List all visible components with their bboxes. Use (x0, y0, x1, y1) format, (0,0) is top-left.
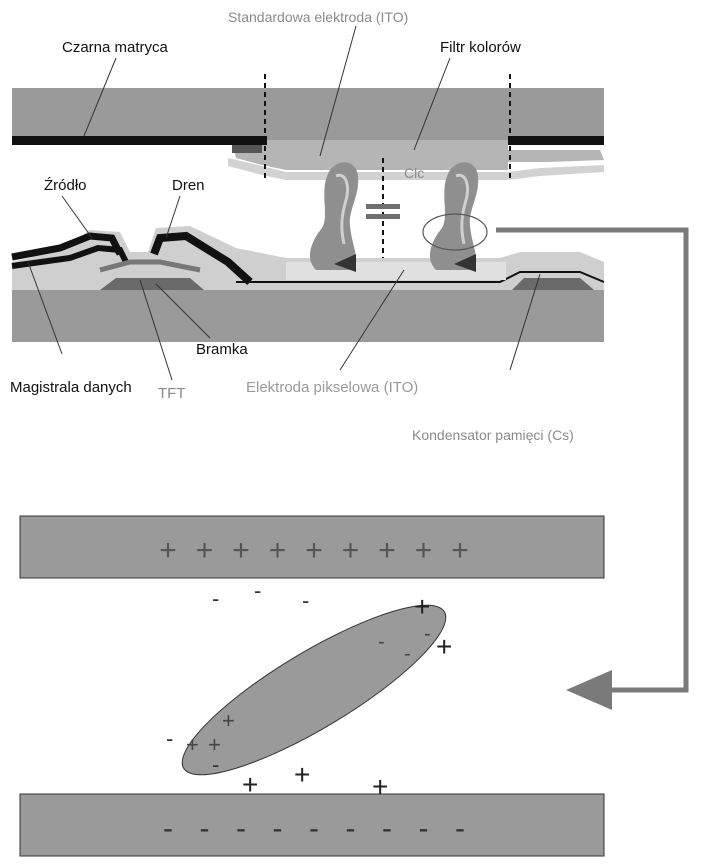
leader-data-bus (27, 261, 63, 355)
free-plus-charge: + (414, 591, 430, 622)
free-minus-charge: - (302, 588, 309, 613)
highlight-ellipse (422, 213, 488, 251)
black-matrix-center (232, 145, 262, 153)
plate-minus-charge: - (309, 812, 319, 845)
leader-pixel-electrode (339, 269, 405, 371)
free-minus-charge: - (212, 586, 219, 611)
free-plus-charge: + (436, 631, 452, 662)
label-black-matrix: Czarna matryca (62, 39, 169, 56)
label-data-bus: Magistrala danych (10, 379, 132, 396)
pixel-ito-electrode-line (236, 271, 605, 283)
bottom-plate-minus-charges: --------- (163, 812, 465, 845)
leader-tft (139, 279, 173, 381)
leader-storage-capacitor (509, 273, 541, 371)
storage-capacitor-electrode (512, 278, 594, 290)
liquid-crystal-molecule-left (309, 162, 359, 272)
bottom-glass-substrate (12, 290, 604, 342)
connector-arrowhead (566, 670, 612, 710)
label-clc: Clc (404, 165, 424, 181)
plate-plus-charge: + (269, 534, 287, 567)
molecule-plus-charge: + (222, 708, 235, 733)
top-electrode-plate (19, 515, 605, 579)
plate-plus-charge: + (451, 534, 469, 567)
free-plus-charge: + (294, 759, 310, 790)
molecule-plus-charge: + (208, 732, 221, 757)
molecule-plus-charge: + (186, 732, 199, 757)
free-plus-charge: + (242, 769, 258, 800)
source-electrode (11, 244, 129, 269)
semiconductor-channel (99, 259, 201, 273)
leader-color-filter (413, 57, 451, 151)
free-plus-charge: + (372, 771, 388, 802)
plate-plus-charge: + (196, 534, 214, 567)
plate-minus-charge: - (273, 812, 283, 845)
plate-plus-charge: + (232, 534, 250, 567)
plate-minus-charge: - (455, 812, 465, 845)
liquid-crystal-molecule (181, 604, 447, 776)
plate-plus-charge: + (305, 534, 323, 567)
label-source: Źródło (44, 177, 87, 194)
clc-capacitor-top-plate (366, 204, 400, 209)
plate-plus-charge: + (415, 534, 433, 567)
molecule-minus-charge: - (424, 623, 431, 645)
gate-electrode (100, 278, 204, 290)
free-minus-charge: - (212, 752, 219, 777)
label-tft: TFT (158, 385, 186, 402)
top-glass-substrate (12, 88, 604, 140)
label-standard-electrode: Standardowa elektroda (ITO) (228, 9, 408, 25)
plate-plus-charge: + (342, 534, 360, 567)
leader-source (61, 195, 93, 239)
liquid-crystal-molecule-right (429, 162, 479, 272)
molecule-minus-charge: - (404, 643, 411, 665)
black-matrix-band (12, 136, 267, 145)
bottom-electrode-plate (19, 793, 605, 857)
black-matrix-band-right (508, 136, 604, 145)
connector-line (496, 227, 689, 693)
plate-minus-charge: - (163, 812, 173, 845)
plate-minus-charge: - (346, 812, 356, 845)
free-minus-charge: - (254, 578, 261, 603)
plate-minus-charge: - (236, 812, 246, 845)
label-storage-capacitor: Kondensator pamięci (Cs) (412, 427, 574, 443)
plate-minus-charge: - (382, 812, 392, 845)
clc-capacitor-bottom-plate (366, 214, 400, 219)
plate-minus-charge: - (419, 812, 429, 845)
leader-gate (155, 283, 211, 339)
drain-electrode (150, 231, 253, 285)
label-color-filter: Filtr kolorów (440, 39, 521, 56)
label-pixel-electrode: Elektroda pikselowa (ITO) (246, 379, 418, 396)
label-drain: Dren (172, 177, 205, 194)
label-gate: Bramka (196, 341, 248, 358)
leader-standard-electrode (319, 25, 357, 157)
free-minus-charge: - (166, 726, 173, 751)
plate-plus-charge: + (378, 534, 396, 567)
leader-drain (165, 195, 181, 239)
molecule-minus-charge: - (378, 631, 385, 653)
color-filter-layer (232, 140, 604, 170)
top-plate-plus-charges: + + + + + + + + + (159, 534, 469, 567)
plate-plus-charge: + (159, 534, 177, 567)
plate-minus-charge: - (200, 812, 210, 845)
leader-black-matrix (83, 57, 117, 137)
